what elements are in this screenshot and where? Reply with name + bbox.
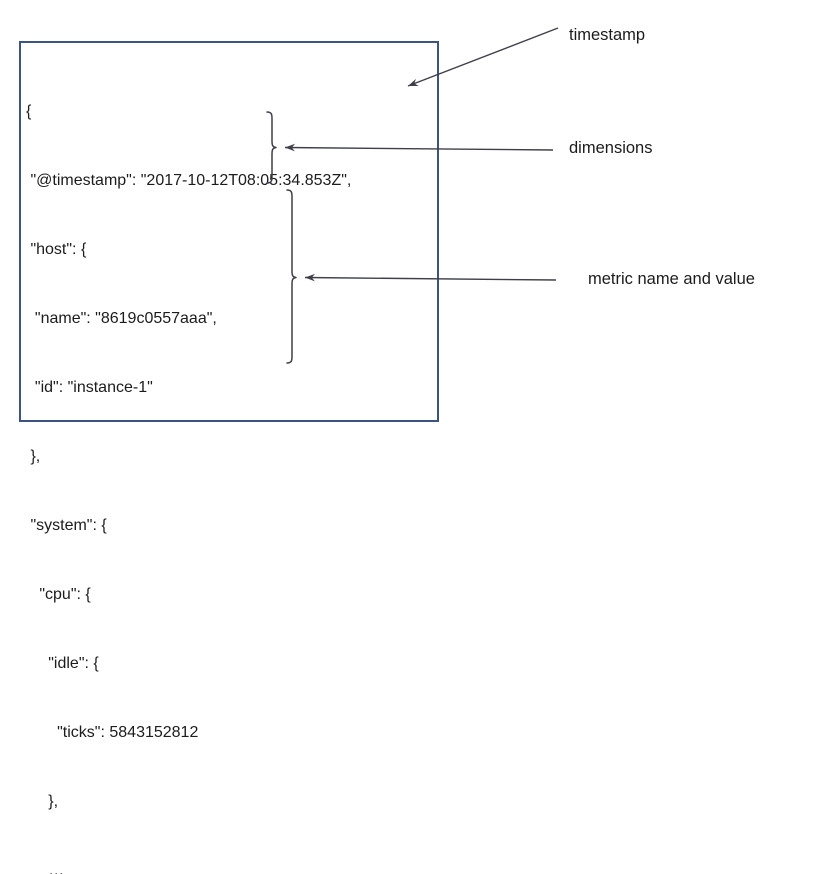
json-line-host-name: "name": "8619c0557aaa",: [26, 310, 217, 327]
callout-label-timestamp: timestamp: [569, 26, 646, 44]
callout-label-dimensions: dimensions: [569, 139, 653, 157]
json-line-0: {: [26, 103, 32, 120]
json-line-ellipsis: …: [26, 862, 65, 874]
json-document-code: { "@timestamp": "2017-10-12T08:05:34.853…: [26, 54, 426, 874]
json-document-box: [19, 41, 439, 422]
json-line-host-close: },: [26, 448, 41, 465]
json-line-timestamp: "@timestamp": "2017-10-12T08:05:34.853Z"…: [26, 172, 352, 189]
json-line-host-open: "host": {: [26, 241, 87, 258]
json-line-system-open: "system": {: [26, 517, 107, 534]
json-line-host-id: "id": "instance-1": [26, 379, 153, 396]
json-line-ticks: "ticks": 5843152812: [26, 724, 199, 741]
callout-label-metric: metric name and value: [588, 270, 755, 288]
json-line-idle-open: "idle": {: [26, 655, 99, 672]
json-line-cpu-open: "cpu": {: [26, 586, 91, 603]
json-line-idle-close: },: [26, 793, 59, 810]
diagram-canvas: { "@timestamp": "2017-10-12T08:05:34.853…: [19, 26, 755, 874]
